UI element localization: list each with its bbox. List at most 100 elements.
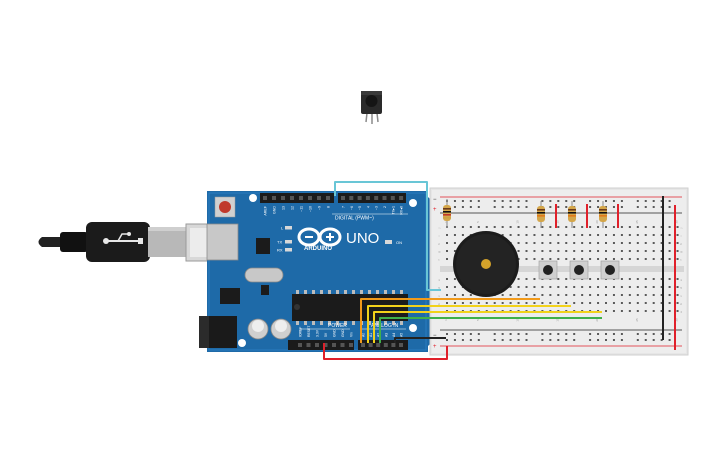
header-pin[interactable] (281, 196, 285, 200)
ir-receiver-component[interactable] (361, 91, 382, 124)
status-leds: L TX RX ON (277, 226, 402, 253)
row-letter: a (679, 311, 683, 313)
column-number: 1 (444, 319, 448, 321)
header-pin[interactable] (326, 196, 330, 200)
header-pin[interactable] (368, 343, 373, 347)
row-letter: g (437, 251, 441, 253)
header-pin[interactable] (315, 343, 319, 347)
digital-pin-label: GND (273, 206, 277, 214)
rail-wires[interactable] (662, 196, 676, 350)
row-letter: b (679, 303, 683, 305)
header-pin[interactable] (340, 343, 345, 347)
column-number: 20 (595, 318, 599, 322)
resistor-4 (599, 201, 607, 228)
header-pin[interactable] (374, 196, 379, 200)
wire-orange (360, 298, 540, 343)
header-pin[interactable] (290, 196, 294, 200)
row-letter: f (679, 259, 683, 260)
header-pin[interactable] (376, 343, 381, 347)
header-pin[interactable] (361, 343, 365, 347)
header-pin[interactable] (299, 196, 303, 200)
header-pin[interactable] (365, 196, 370, 200)
push-buttons[interactable] (538, 260, 620, 280)
header-pin[interactable] (349, 343, 353, 347)
header-pin[interactable] (317, 196, 321, 200)
header-pin[interactable] (349, 196, 354, 200)
header-pin[interactable] (323, 343, 328, 347)
header-pin[interactable] (391, 343, 396, 347)
row-letter: e (679, 279, 683, 281)
row-letter: c (437, 295, 441, 297)
column-number: 10 (516, 220, 520, 224)
row-letter: i (437, 235, 441, 236)
digital-pin-label: ~11 (300, 206, 304, 212)
analog-pin-label: A5 (400, 333, 404, 337)
digital-pin-label: ~3 (375, 206, 379, 210)
digital-pin-label: 8 (327, 206, 331, 208)
rail-minus-label: − (433, 197, 437, 203)
column-number: 1 (444, 221, 448, 223)
row-letter: d (437, 287, 441, 289)
wire-yellow (367, 305, 571, 343)
column-number: 30 (675, 220, 679, 224)
digital-pin-label: 12 (291, 206, 295, 210)
header-pin[interactable] (399, 196, 404, 200)
usb-symbol-icon (103, 232, 143, 244)
digital-pin-label: RX◂0 (400, 206, 404, 215)
digital-pin-label: 7 (342, 206, 346, 208)
digital-pin-label: ~6 (350, 206, 354, 210)
arduino-board[interactable]: L TX RX ON ARDUINO UNO (199, 191, 434, 352)
dc-power-jack (199, 316, 237, 348)
header-pin[interactable] (332, 343, 336, 347)
header-pin[interactable] (383, 343, 388, 347)
svg-text:ARDUINO: ARDUINO (304, 246, 332, 252)
header-pin[interactable] (390, 196, 395, 200)
push-button-2 (569, 260, 589, 280)
reset-button[interactable] (214, 196, 236, 218)
digital-pin-label: 13 (282, 206, 286, 210)
header-pin[interactable] (308, 196, 312, 200)
analog-header-label: ANALOG IN (371, 323, 399, 329)
digital-pin-label: AREF (264, 205, 268, 215)
wire-black (394, 337, 446, 343)
column-number: 15 (555, 220, 559, 224)
column-number: 5 (476, 221, 480, 223)
analog-pin-label: A3 (384, 333, 388, 337)
header-pin[interactable] (298, 343, 302, 347)
header-pin[interactable] (341, 196, 345, 200)
header-pin[interactable] (357, 196, 362, 200)
digital-pin-label: ~9 (318, 206, 322, 210)
power-pin-label: RESET (307, 326, 311, 337)
piezo-buzzer[interactable] (453, 231, 519, 297)
wires[interactable] (323, 181, 602, 360)
power-pin-label: 5V (324, 332, 328, 337)
rail-plus-label: + (433, 207, 437, 213)
svg-text:TX: TX (277, 240, 282, 245)
header-pin[interactable] (263, 196, 267, 200)
resistors[interactable] (443, 199, 619, 228)
wire-red (323, 343, 448, 360)
arduino-logo: ARDUINO (297, 227, 342, 252)
power-header-label: POWER (328, 323, 347, 329)
header-pin[interactable] (306, 343, 311, 347)
header-pin[interactable] (272, 196, 276, 200)
row-letter: e (437, 279, 441, 281)
wire-cyan (334, 181, 441, 291)
row-letter: h (437, 243, 441, 245)
capacitors (247, 318, 292, 340)
svg-text:RX: RX (277, 248, 283, 253)
analog-pin-label: A2 (377, 333, 381, 337)
power-pin-label: Vin (350, 332, 354, 337)
header-pin[interactable] (382, 196, 387, 200)
row-letter: c (679, 295, 683, 297)
wire-green (379, 317, 602, 343)
push-button-1 (538, 260, 558, 280)
header-pin[interactable] (399, 343, 403, 347)
analog-pin-label: A0 (362, 333, 366, 337)
rail-plus-label-bottom: + (433, 344, 437, 350)
column-number: 15 (555, 318, 559, 322)
rail-minus-label-bottom: − (433, 333, 437, 339)
